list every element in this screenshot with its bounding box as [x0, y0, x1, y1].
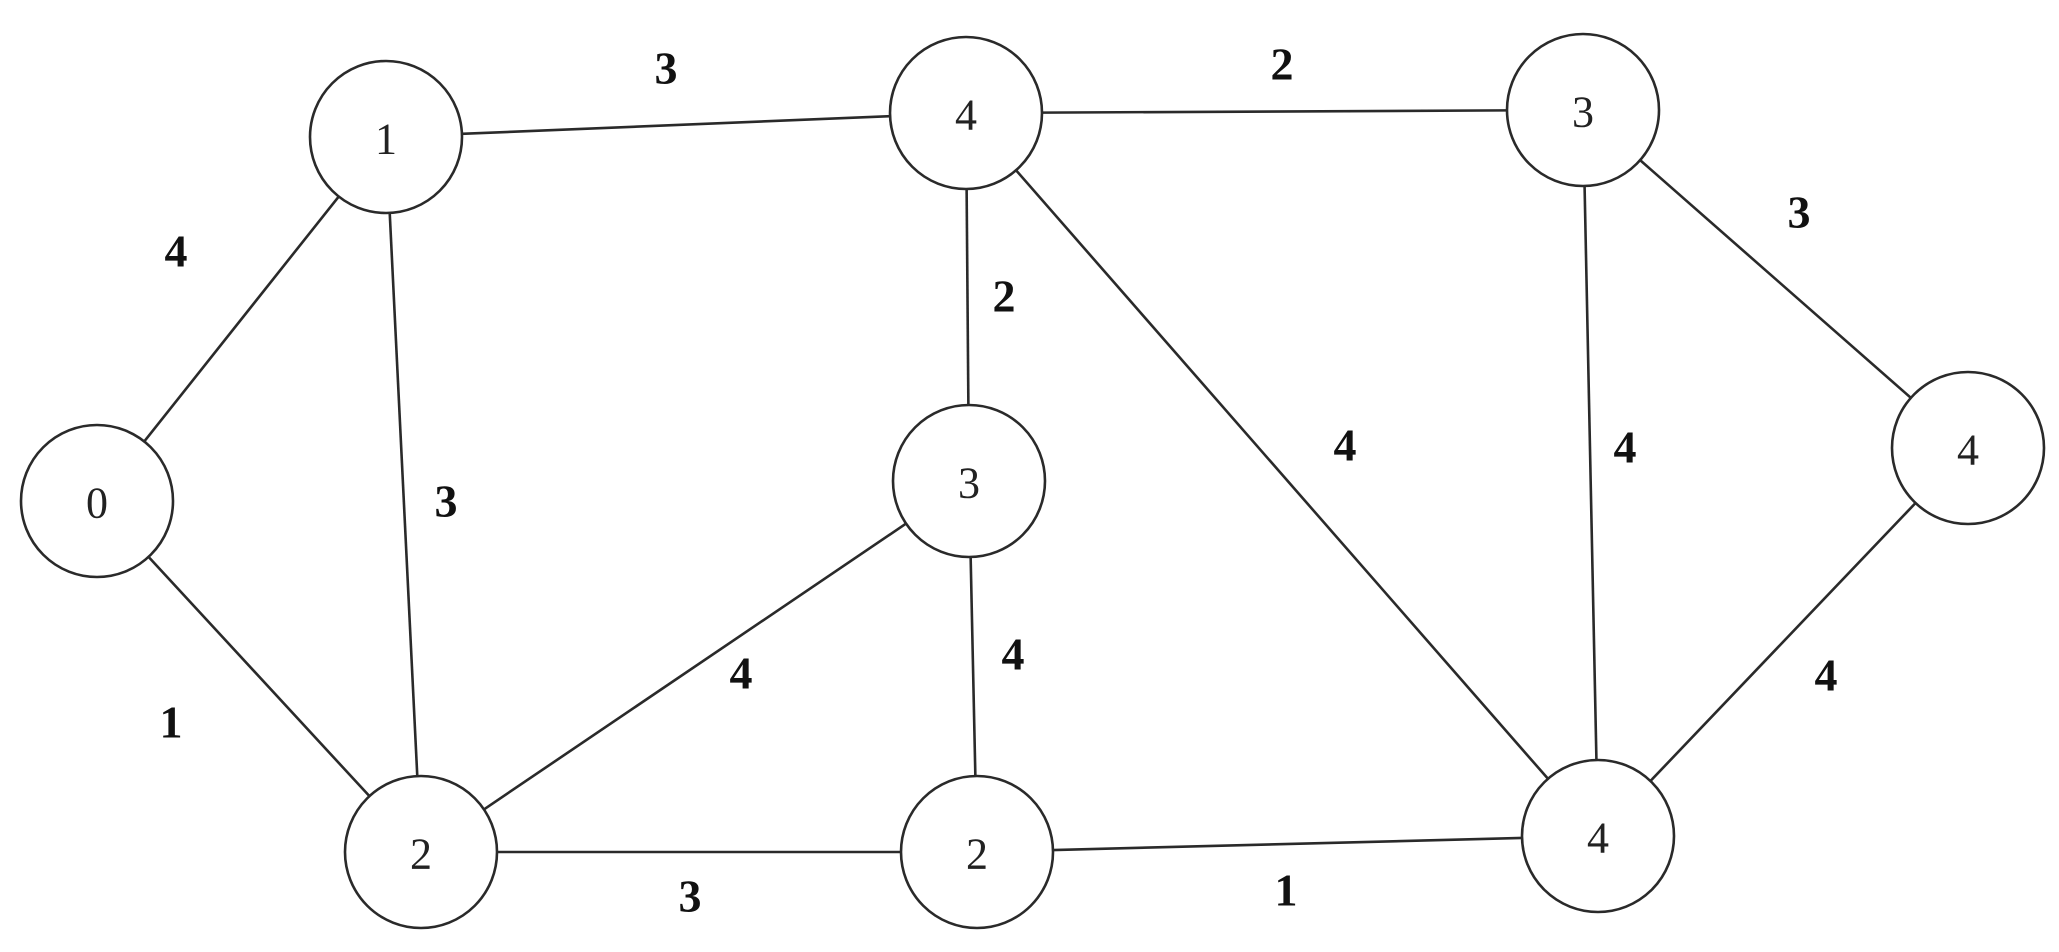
edge-b-d [461, 114, 891, 136]
node-h: 4 [1520, 758, 1676, 914]
edge-weight-d-h: 4 [1334, 420, 1357, 471]
node-f: 2 [899, 774, 1055, 930]
edge-a-c [147, 555, 371, 798]
node-circle [891, 403, 1047, 559]
edge-g-h [1583, 185, 1598, 761]
nodes-layer: 0 1 2 4 3 2 3 4 4 [19, 32, 2046, 930]
edge-d-e [965, 188, 970, 406]
node-circle [888, 35, 1044, 191]
node-circle [343, 774, 499, 930]
node-i: 4 [1890, 370, 2046, 526]
node-label: 4 [1957, 426, 1979, 475]
node-circle [19, 423, 175, 579]
node-label: 2 [966, 830, 988, 879]
edge-d-g [1041, 109, 1508, 114]
edge-f-h [1052, 836, 1523, 852]
node-circle [899, 774, 1055, 930]
node-circle [1505, 32, 1661, 188]
edge-weights-layer: 4 1 3 3 2 2 4 4 4 3 1 3 4 4 [160, 39, 1838, 922]
node-label: 4 [1587, 814, 1609, 863]
edge-weight-i-h: 4 [1815, 650, 1838, 701]
edge-weight-a-c: 1 [160, 697, 183, 748]
edge-weight-d-g: 2 [993, 271, 1016, 322]
edge-g-i [1639, 159, 1912, 399]
edge-weight-c-f: 3 [679, 871, 702, 922]
node-circle [308, 59, 464, 215]
node-circle [1890, 370, 2046, 526]
node-c: 2 [343, 774, 499, 930]
edge-weight-b-c: 3 [435, 476, 458, 527]
node-label: 1 [375, 115, 397, 164]
node-label: 2 [410, 830, 432, 879]
edge-b-c [388, 212, 419, 777]
edge-weight-b-d: 3 [655, 43, 678, 94]
node-g: 3 [1505, 32, 1661, 188]
node-label: 0 [86, 479, 108, 528]
edge-i-h [1649, 502, 1917, 782]
edge-d-h [1015, 169, 1549, 780]
node-circle [1520, 758, 1676, 914]
edge-weight-e-c: 4 [730, 648, 753, 699]
node-b: 1 [308, 59, 464, 215]
node-e: 3 [891, 403, 1047, 559]
node-a: 0 [19, 423, 175, 579]
node-label: 4 [955, 91, 977, 140]
edge-e-c [483, 522, 907, 811]
node-d: 4 [888, 35, 1044, 191]
edge-weight-g-i: 3 [1788, 187, 1811, 238]
edge-weight-a-b: 4 [165, 226, 188, 277]
edge-weight-d-e: 2 [1271, 39, 1294, 90]
edges-layer [143, 109, 1917, 854]
edge-weight-g-h: 4 [1614, 422, 1637, 473]
edge-e-f [969, 556, 977, 777]
node-label: 3 [958, 459, 980, 508]
node-label: 3 [1572, 88, 1594, 137]
edge-weight-f-h: 1 [1275, 865, 1298, 916]
edge-weight-e-f: 4 [1002, 629, 1025, 680]
edge-a-b [143, 195, 340, 443]
